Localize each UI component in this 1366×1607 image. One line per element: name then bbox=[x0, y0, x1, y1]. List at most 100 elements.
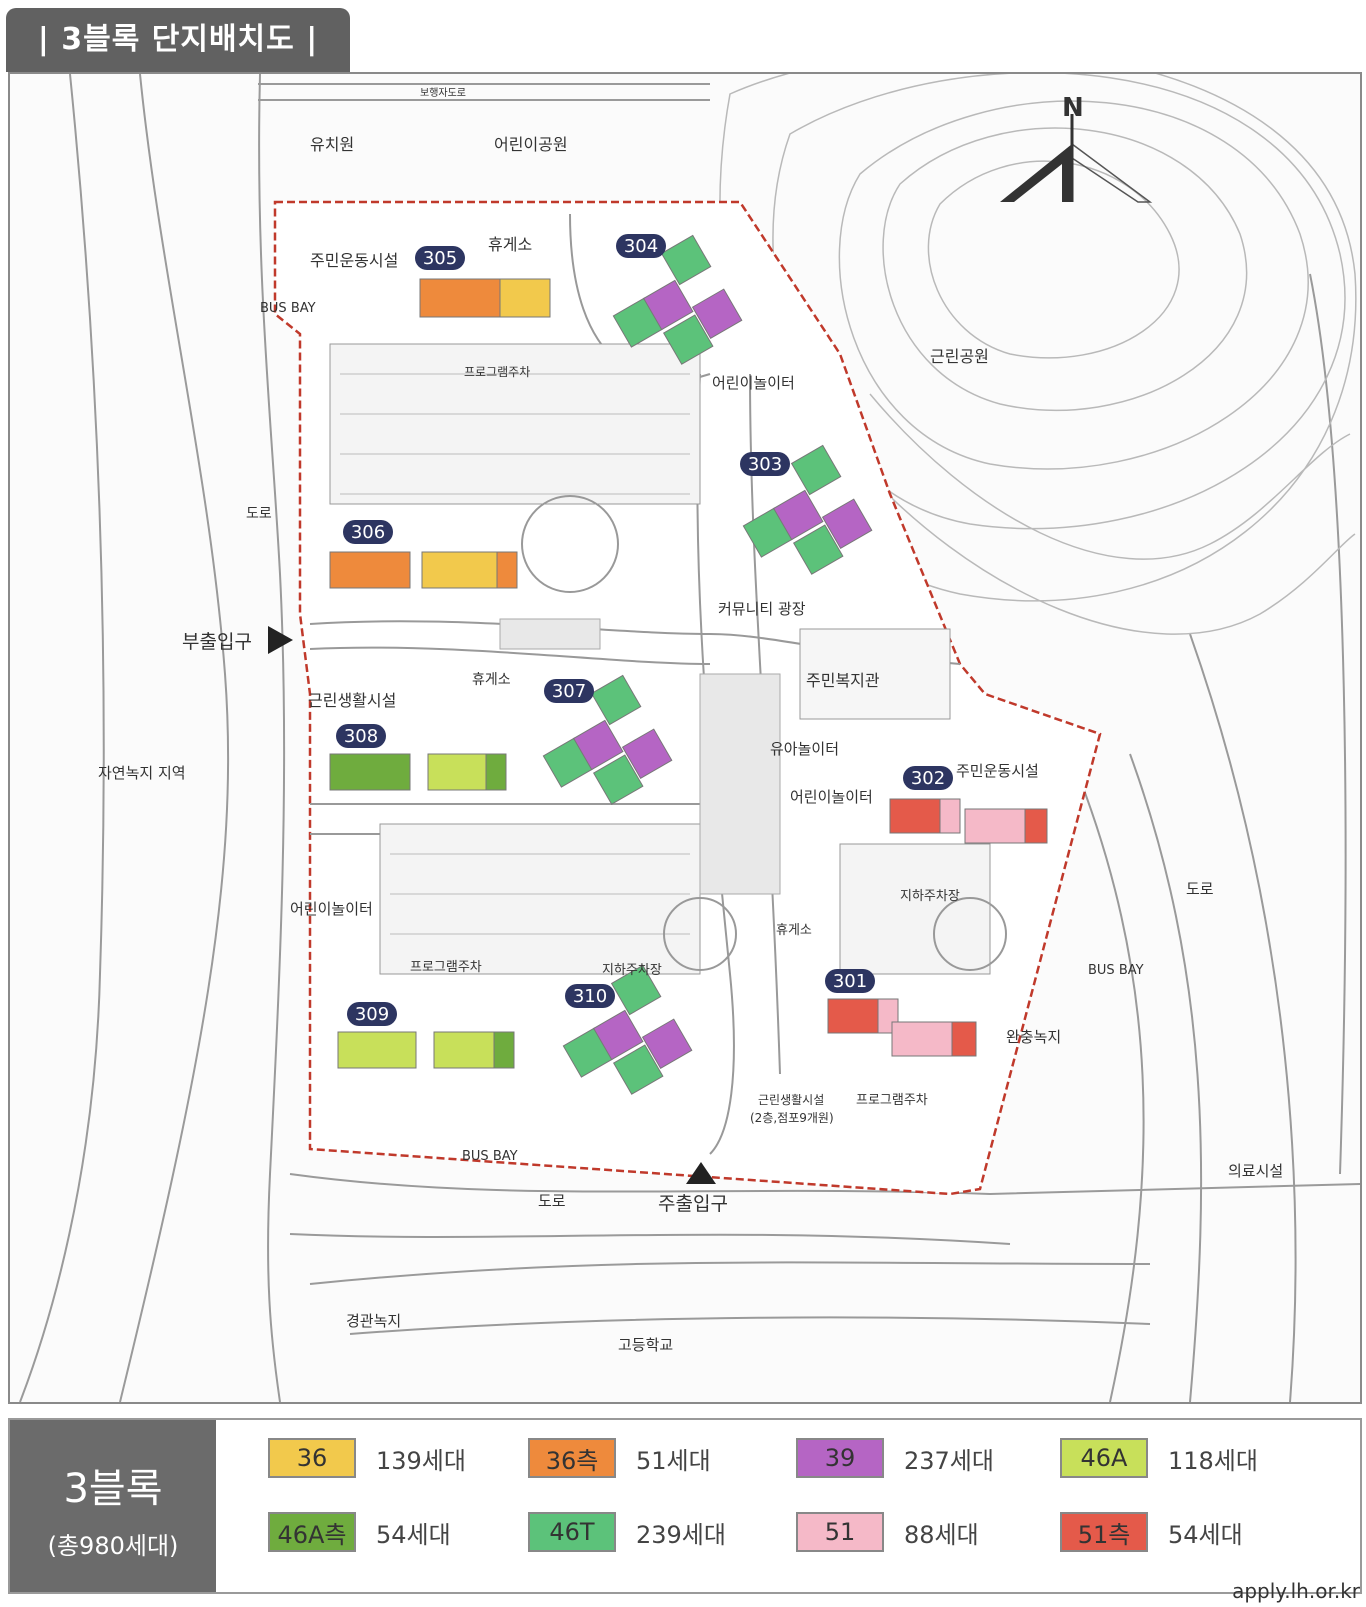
label-program-parking-1: 프로그램주차 bbox=[464, 365, 530, 379]
label-bus-bay-right: BUS BAY bbox=[1088, 963, 1144, 978]
label-buffer-green: 완충녹지 bbox=[1006, 1028, 1061, 1046]
label-rest-area-1: 휴게소 bbox=[488, 235, 532, 254]
legend-swatch: 51측 bbox=[1060, 1512, 1148, 1552]
legend-count: 118세대 bbox=[1168, 1446, 1258, 1475]
building-310 bbox=[562, 964, 693, 1095]
page-title: | 3블록 단지배치도 | bbox=[6, 8, 350, 72]
building-306 bbox=[329, 551, 518, 589]
parking-lot-north bbox=[329, 343, 701, 505]
legend-swatch: 46A측 bbox=[268, 1512, 356, 1552]
badge-309: 309 bbox=[355, 1004, 389, 1025]
parking-lot-east bbox=[839, 843, 991, 975]
legend-item: 46T 239세대 bbox=[528, 1510, 726, 1554]
label-road-bottom: 도로 bbox=[538, 1192, 566, 1210]
legend-item: 46A 118세대 bbox=[1060, 1436, 1258, 1480]
crosswalk bbox=[499, 618, 601, 650]
unit-type-legend: 3블록 (총980세대) 36 139세대 36측 51세대 39 237세대 … bbox=[8, 1418, 1362, 1594]
badge-302: 302 bbox=[911, 768, 945, 789]
legend-count: 237세대 bbox=[904, 1446, 994, 1475]
place-labels: 보행자도로 유치원 어린이공원 근린공원 BUS BAY 도로 부출입구 자연녹… bbox=[98, 87, 1283, 1354]
label-resident-sports-2: 주민운동시설 bbox=[956, 762, 1039, 780]
label-road-top: 보행자도로 bbox=[420, 87, 466, 99]
building-308 bbox=[329, 753, 507, 791]
badge-306: 306 bbox=[351, 522, 385, 543]
building-304 bbox=[612, 234, 743, 365]
source-url[interactable]: apply.lh.or.kr bbox=[1232, 1579, 1360, 1603]
label-community-plaza: 커뮤니티 광장 bbox=[718, 600, 806, 618]
legend-count: 54세대 bbox=[1168, 1520, 1243, 1549]
label-sub-entrance: 부출입구 bbox=[182, 631, 252, 653]
north-arrow-icon bbox=[1000, 114, 1153, 203]
badge-305: 305 bbox=[423, 248, 457, 269]
badge-310: 310 bbox=[573, 986, 607, 1007]
label-landscape-green: 경관녹지 bbox=[346, 1312, 401, 1330]
legend-count: 239세대 bbox=[636, 1520, 726, 1549]
label-neighborhood-facility-2-note: (2층,점포9개원) bbox=[750, 1111, 834, 1125]
legend-swatch: 51 bbox=[796, 1512, 884, 1552]
welfare-center-building bbox=[799, 628, 951, 720]
label-childrens-park: 어린이공원 bbox=[494, 135, 568, 154]
road-lines bbox=[19, 74, 1360, 1402]
label-playground-3: 어린이놀이터 bbox=[290, 900, 373, 918]
label-program-parking-3: 프로그램주차 bbox=[856, 1093, 928, 1108]
label-high-school: 고등학교 bbox=[618, 1336, 673, 1354]
legend-count: 54세대 bbox=[376, 1520, 451, 1549]
legend-count: 88세대 bbox=[904, 1520, 979, 1549]
label-main-entrance: 주출입구 bbox=[658, 1193, 728, 1215]
legend-total-units: (총980세대) bbox=[47, 1532, 179, 1560]
parking-lot-south bbox=[379, 823, 701, 975]
label-neighborhood-park: 근린공원 bbox=[930, 347, 989, 366]
legend-item: 51 88세대 bbox=[796, 1510, 979, 1554]
legend-block-summary: 3블록 (총980세대) bbox=[10, 1420, 216, 1592]
legend-item: 46A측 54세대 bbox=[268, 1510, 451, 1554]
label-welfare-center: 주민복지관 bbox=[806, 671, 880, 690]
label-rest-area-3: 휴게소 bbox=[776, 923, 812, 938]
badge-307: 307 bbox=[552, 681, 586, 702]
building-305 bbox=[419, 278, 551, 318]
legend-item: 36측 51세대 bbox=[528, 1436, 711, 1480]
label-playground-1: 어린이놀이터 bbox=[712, 374, 795, 392]
site-plan-map: N 305 304 303 306 307 308 302 301 309 31… bbox=[8, 72, 1362, 1404]
site-plan-svg: N 305 304 303 306 307 308 302 301 309 31… bbox=[19, 74, 1360, 1402]
label-road-left: 도로 bbox=[246, 506, 272, 522]
label-medical: 의료시설 bbox=[1228, 1162, 1283, 1180]
building-303 bbox=[742, 444, 873, 575]
legend-swatch: 36 bbox=[268, 1438, 356, 1478]
legend-block-name: 3블록 bbox=[63, 1466, 163, 1512]
building-301 bbox=[827, 998, 977, 1057]
legend-count: 139세대 bbox=[376, 1446, 466, 1475]
legend-count: 51세대 bbox=[636, 1446, 711, 1475]
legend-item: 36 139세대 bbox=[268, 1436, 466, 1480]
building-badges: 305 304 303 306 307 308 302 301 309 310 bbox=[336, 234, 953, 1026]
legend-swatch: 39 bbox=[796, 1438, 884, 1478]
label-neighborhood-facility-1: 근린생활시설 bbox=[308, 691, 396, 710]
legend-item: 39 237세대 bbox=[796, 1436, 994, 1480]
label-underground-parking-2: 지하주차장 bbox=[900, 889, 960, 904]
community-plaza-area bbox=[699, 673, 781, 895]
badge-303: 303 bbox=[748, 454, 782, 475]
building-309 bbox=[337, 1031, 515, 1069]
building-302 bbox=[889, 798, 1048, 844]
ramp-circle bbox=[521, 495, 619, 593]
label-neighborhood-facility-2: 근린생활시설 bbox=[758, 1093, 824, 1107]
label-bus-bay-bottom: BUS BAY bbox=[462, 1149, 518, 1164]
label-resident-sports-1: 주민운동시설 bbox=[310, 251, 398, 270]
legend-swatch: 46A bbox=[1060, 1438, 1148, 1478]
label-rest-area-2: 휴게소 bbox=[472, 672, 511, 688]
label-natural-green: 자연녹지 지역 bbox=[98, 764, 186, 782]
legend-item: 51측 54세대 bbox=[1060, 1510, 1243, 1554]
ramp-circle bbox=[933, 897, 1007, 971]
badge-301: 301 bbox=[833, 971, 867, 992]
sub-entrance-arrow-icon bbox=[268, 626, 293, 654]
label-underground-parking-1: 지하주차장 bbox=[602, 963, 662, 978]
label-bus-bay-left: BUS BAY bbox=[260, 301, 316, 316]
main-entrance-arrow-icon bbox=[686, 1162, 716, 1184]
ramp-circle bbox=[663, 897, 737, 971]
label-road-right: 도로 bbox=[1186, 880, 1214, 898]
north-label: N bbox=[1062, 93, 1084, 123]
label-program-parking-2: 프로그램주차 bbox=[410, 960, 482, 975]
label-infant-playground: 유아놀이터 bbox=[770, 740, 839, 758]
label-playground-2: 어린이놀이터 bbox=[790, 788, 873, 806]
building-307 bbox=[542, 674, 673, 805]
label-kindergarten: 유치원 bbox=[310, 135, 354, 154]
